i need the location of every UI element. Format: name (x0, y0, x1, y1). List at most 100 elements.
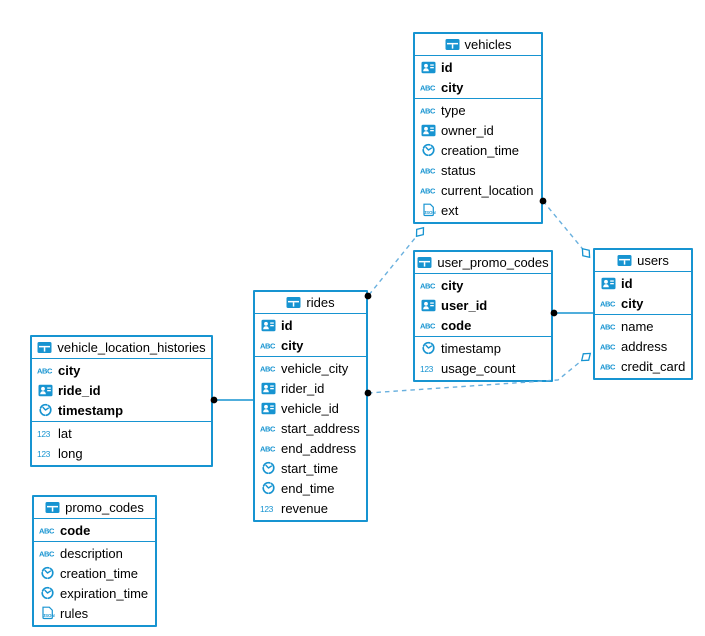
column-name: rules (60, 605, 89, 621)
column-name: name (621, 318, 654, 334)
column-row-creation_time[interactable]: creation_time (415, 140, 541, 160)
column-name: start_address (281, 420, 360, 436)
column-row-description[interactable]: ABC description (34, 543, 155, 563)
column-row-vehicle_id[interactable]: vehicle_id (255, 398, 366, 418)
uuid-icon (420, 299, 437, 312)
svg-text:ABC: ABC (600, 343, 616, 352)
table-header[interactable]: promo_codes (34, 497, 155, 519)
column-row-status[interactable]: ABC status (415, 160, 541, 180)
svg-text:ABC: ABC (600, 300, 616, 309)
column-name: user_id (441, 297, 488, 313)
uuid-icon (420, 124, 437, 137)
svg-text:123: 123 (260, 504, 274, 514)
column-name: usage_count (441, 360, 516, 376)
table-name: user_promo_codes (437, 255, 549, 270)
column-name: credit_card (621, 358, 686, 374)
column-name: end_address (281, 440, 357, 456)
svg-text:ABC: ABC (260, 445, 276, 454)
column-row-rider_id[interactable]: rider_id (255, 378, 366, 398)
timestamp-icon (260, 461, 277, 475)
primary-key-row-user_id[interactable]: user_id (415, 295, 551, 315)
primary-key-row-timestamp[interactable]: timestamp (32, 400, 211, 420)
string-icon: ABC (420, 81, 437, 93)
column-row-credit_card[interactable]: ABC credit_card (595, 356, 691, 376)
string-icon: ABC (420, 184, 437, 196)
column-row-owner_id[interactable]: owner_id (415, 120, 541, 140)
timestamp-icon (39, 566, 56, 580)
column-name: timestamp (441, 340, 501, 356)
string-icon: ABC (600, 320, 617, 332)
column-row-rules[interactable]: JSON rules (34, 603, 155, 623)
column-row-name[interactable]: ABC name (595, 316, 691, 336)
table-icon (45, 501, 60, 514)
column-name: status (441, 162, 476, 178)
svg-text:ABC: ABC (600, 323, 616, 332)
column-row-creation_time[interactable]: creation_time (34, 563, 155, 583)
string-icon: ABC (420, 279, 437, 291)
table-name: rides (306, 295, 335, 310)
primary-key-row-id[interactable]: id (415, 57, 541, 77)
string-icon: ABC (420, 104, 437, 116)
column-name: vehicle_id (281, 400, 339, 416)
string-icon: ABC (39, 547, 56, 559)
column-row-address[interactable]: ABC address (595, 336, 691, 356)
svg-text:ABC: ABC (260, 342, 276, 351)
table-name: vehicle_location_histories (57, 340, 206, 355)
column-row-end_time[interactable]: end_time (255, 478, 366, 498)
timestamp-icon (260, 481, 277, 495)
svg-text:ABC: ABC (420, 167, 436, 176)
column-row-end_address[interactable]: ABC end_address (255, 438, 366, 458)
column-name: address (621, 338, 668, 354)
column-row-usage_count[interactable]: 123 usage_count (415, 358, 551, 378)
table-header[interactable]: vehicle_location_histories (32, 337, 211, 359)
column-name: revenue (281, 500, 328, 516)
table-header[interactable]: users (595, 250, 691, 272)
svg-text:ABC: ABC (600, 363, 616, 372)
column-row-start_time[interactable]: start_time (255, 458, 366, 478)
table-header[interactable]: user_promo_codes (415, 252, 551, 274)
column-name: code (441, 317, 472, 333)
table-header[interactable]: rides (255, 292, 366, 314)
primary-key-row-id[interactable]: id (595, 273, 691, 293)
string-icon: ABC (600, 360, 617, 372)
svg-text:ABC: ABC (260, 365, 276, 374)
table-header[interactable]: vehicles (415, 34, 541, 56)
column-row-expiration_time[interactable]: expiration_time (34, 583, 155, 603)
column-name: city (281, 337, 304, 353)
primary-key-row-ride_id[interactable]: ride_id (32, 380, 211, 400)
string-icon: ABC (420, 164, 437, 176)
svg-text:ABC: ABC (39, 527, 55, 536)
column-name: description (60, 545, 123, 561)
number-icon: 123 (420, 362, 437, 374)
json-icon: JSON (39, 606, 56, 620)
column-row-revenue[interactable]: 123 revenue (255, 498, 366, 518)
column-row-timestamp[interactable]: timestamp (415, 338, 551, 358)
uuid-icon (600, 277, 617, 290)
svg-text:JSON: JSON (424, 210, 436, 215)
uuid-icon (260, 382, 277, 395)
primary-key-row-id[interactable]: id (255, 315, 366, 335)
primary-key-row-city[interactable]: ABC city (255, 335, 366, 355)
